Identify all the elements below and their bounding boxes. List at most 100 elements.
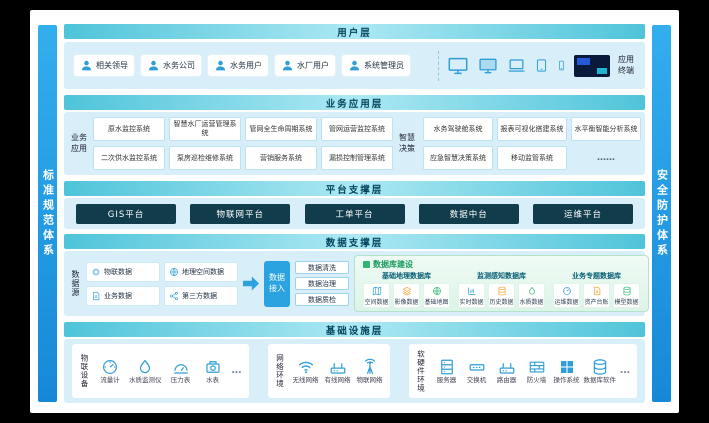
infra-tile: 路由器 bbox=[494, 358, 520, 384]
flow-meter-icon bbox=[101, 358, 119, 376]
infra-tile-label: 防火墙 bbox=[526, 375, 547, 384]
infra-group-hardware-software: 软硬件环境 服务器 交换机 路由器 防火墙 操作系统 数据库软件 … bbox=[408, 344, 637, 398]
db-tile: 空间数据 bbox=[363, 283, 390, 308]
infra-tile-label: 物联网络 bbox=[356, 375, 383, 384]
app-terminal-thumbnail bbox=[574, 54, 610, 77]
tablet-icon bbox=[534, 58, 549, 73]
gauge-icon bbox=[562, 286, 572, 296]
user-layer-title: 用户层 bbox=[337, 27, 372, 39]
data-flow-arrow-icon bbox=[243, 276, 259, 291]
globe-icon bbox=[169, 267, 179, 277]
user-layer-header: 用户层 bbox=[64, 24, 645, 39]
database-tiles: 运维数据 资产台账 模型数据 bbox=[553, 283, 640, 308]
standards-system-label: 标准规范体系 bbox=[41, 168, 55, 259]
decision-app-box: 移动监管系统 bbox=[497, 146, 567, 170]
process-box-clean: 数据清洗 bbox=[295, 261, 349, 274]
globe-icon bbox=[432, 286, 442, 296]
db-tile: 基础地图 bbox=[423, 283, 450, 308]
source-box-business: 业务数据 bbox=[86, 285, 160, 306]
infra-more-ellipsis: … bbox=[231, 365, 242, 377]
infra-group-label: 软硬件环境 bbox=[416, 349, 426, 393]
database-panel-title-row: 数据库建设 bbox=[363, 259, 640, 270]
database-panel-title: 数据库建设 bbox=[373, 260, 413, 269]
db-tile-label: 历史数据 bbox=[489, 299, 514, 306]
phone-icon bbox=[556, 59, 567, 72]
user-item-label: 水厂用户 bbox=[297, 61, 329, 70]
process-box-qa: 数据质检 bbox=[295, 293, 349, 306]
data-layer-title: 数据支撑层 bbox=[325, 237, 384, 249]
security-system-bar: 安全防护体系 bbox=[652, 25, 671, 402]
app-box: 泵房巡检维修系统 bbox=[169, 146, 241, 170]
infra-tile-label: 水质监测仪 bbox=[129, 375, 162, 384]
infra-tiles: 无线网络 有线网络 物联网络 bbox=[293, 358, 383, 384]
user-item-water-company: 水务公司 bbox=[141, 55, 201, 76]
source-box-iot: 物联数据 bbox=[86, 261, 160, 282]
app-box: 管网全生命周期系统 bbox=[245, 117, 317, 141]
person-icon bbox=[281, 59, 294, 72]
infra-tile: 无线网络 bbox=[293, 358, 319, 384]
decision-ellipsis: …… bbox=[597, 153, 615, 163]
infra-layer-content: 物联设备 流量计 水质监测仪 压力表 水表 … 网络环境 无线网络 有线网络 物… bbox=[64, 339, 645, 403]
db-tile-label: 实时数据 bbox=[459, 299, 484, 306]
source-label: 第三方数据 bbox=[182, 291, 217, 300]
pressure-gauge-icon bbox=[172, 358, 190, 376]
platform-box-ops: 运维平台 bbox=[533, 203, 633, 224]
infra-tile-label: 流量计 bbox=[100, 375, 120, 384]
person-icon bbox=[147, 59, 160, 72]
platform-layer-title: 平台支撑层 bbox=[325, 184, 384, 196]
decision-app-box: 报表可视化搭建系统 bbox=[497, 117, 567, 141]
infra-tile: 物联网络 bbox=[357, 358, 383, 384]
db-tile: 实时数据 bbox=[458, 283, 485, 308]
business-layer-header: 业务应用层 bbox=[64, 95, 645, 110]
person-icon bbox=[80, 59, 93, 72]
database-icon bbox=[622, 286, 632, 296]
person-icon bbox=[348, 59, 361, 72]
db-tile: 模型数据 bbox=[613, 283, 640, 308]
share-icon bbox=[169, 291, 179, 301]
database-col-monitoring: 监测感知数据库 实时数据 历史数据 水质数据 bbox=[458, 271, 545, 309]
business-apps-grid: 原水监控系统 智慧水厂运营管理系统 管网全生命周期系统 管网运营监控系统 二次供… bbox=[93, 117, 393, 170]
decision-app-box: 水平衡智能分析系统 bbox=[571, 117, 641, 141]
infra-layer-title: 基础设施层 bbox=[325, 325, 384, 337]
platform-box-datahub: 数据中台 bbox=[418, 203, 519, 224]
user-item-plant-users: 水厂用户 bbox=[275, 55, 335, 76]
infra-tile-label: 路由器 bbox=[496, 375, 517, 384]
data-layer-content: 数据源 物联数据 地理空间数据 业务数据 第三方数据 数据接入 数据清洗 数据治… bbox=[64, 251, 649, 316]
business-layer-title: 业务应用层 bbox=[325, 98, 384, 110]
infra-tile-label: 有线网络 bbox=[324, 375, 351, 384]
app-box: 漏损控制管理系统 bbox=[321, 146, 393, 170]
db-tile: 历史数据 bbox=[488, 283, 515, 308]
process-box-govern: 数据治理 bbox=[295, 277, 349, 290]
infra-tile-label: 服务器 bbox=[436, 375, 457, 384]
signal-tower-icon bbox=[361, 358, 379, 376]
db-tile-label: 水质数据 bbox=[519, 299, 544, 306]
data-source-grid: 物联数据 地理空间数据 业务数据 第三方数据 bbox=[86, 261, 238, 306]
user-item-leaders: 相关领导 bbox=[74, 55, 134, 76]
infra-tile-label: 交换机 bbox=[466, 375, 487, 384]
water-meter-icon bbox=[204, 358, 222, 376]
user-item-water-users: 水务用户 bbox=[208, 55, 268, 76]
data-layer-header: 数据支撑层 bbox=[64, 234, 645, 249]
database-name: 业务专题数据库 bbox=[572, 272, 621, 280]
app-box: 智慧水厂运营管理系统 bbox=[169, 117, 241, 141]
standards-system-bar: 标准规范体系 bbox=[38, 25, 57, 402]
db-tile-label: 模型数据 bbox=[614, 299, 639, 306]
document-icon bbox=[91, 291, 101, 301]
infra-tile: 水质监测仪 bbox=[129, 358, 162, 384]
business-layer-content: 业务应用 原水监控系统 智慧水厂运营管理系统 管网全生命周期系统 管网运营监控系… bbox=[64, 112, 645, 175]
db-tile: 资产台账 bbox=[583, 283, 610, 308]
infra-tile: 流量计 bbox=[97, 358, 123, 384]
infra-tiles: 流量计 水质监测仪 压力表 水表 … bbox=[97, 358, 242, 384]
business-group-label: 业务应用 bbox=[71, 133, 87, 153]
document-icon bbox=[592, 286, 602, 296]
database-name: 监测感知数据库 bbox=[477, 272, 526, 280]
user-layer-content: 相关领导 水务公司 水务用户 水厂用户 系统管理员 应用终端 bbox=[64, 42, 645, 89]
infra-tile-label: 数据库软件 bbox=[583, 375, 617, 384]
infra-tile: 有线网络 bbox=[325, 358, 351, 384]
source-label: 地理空间数据 bbox=[182, 267, 224, 276]
database-tiles: 实时数据 历史数据 水质数据 bbox=[458, 283, 545, 308]
user-item-sys-admin: 系统管理员 bbox=[342, 55, 410, 76]
laptop-icon bbox=[506, 56, 527, 75]
decision-app-box: 应急智慧决策系统 bbox=[423, 146, 493, 170]
user-item-label: 系统管理员 bbox=[364, 61, 404, 70]
